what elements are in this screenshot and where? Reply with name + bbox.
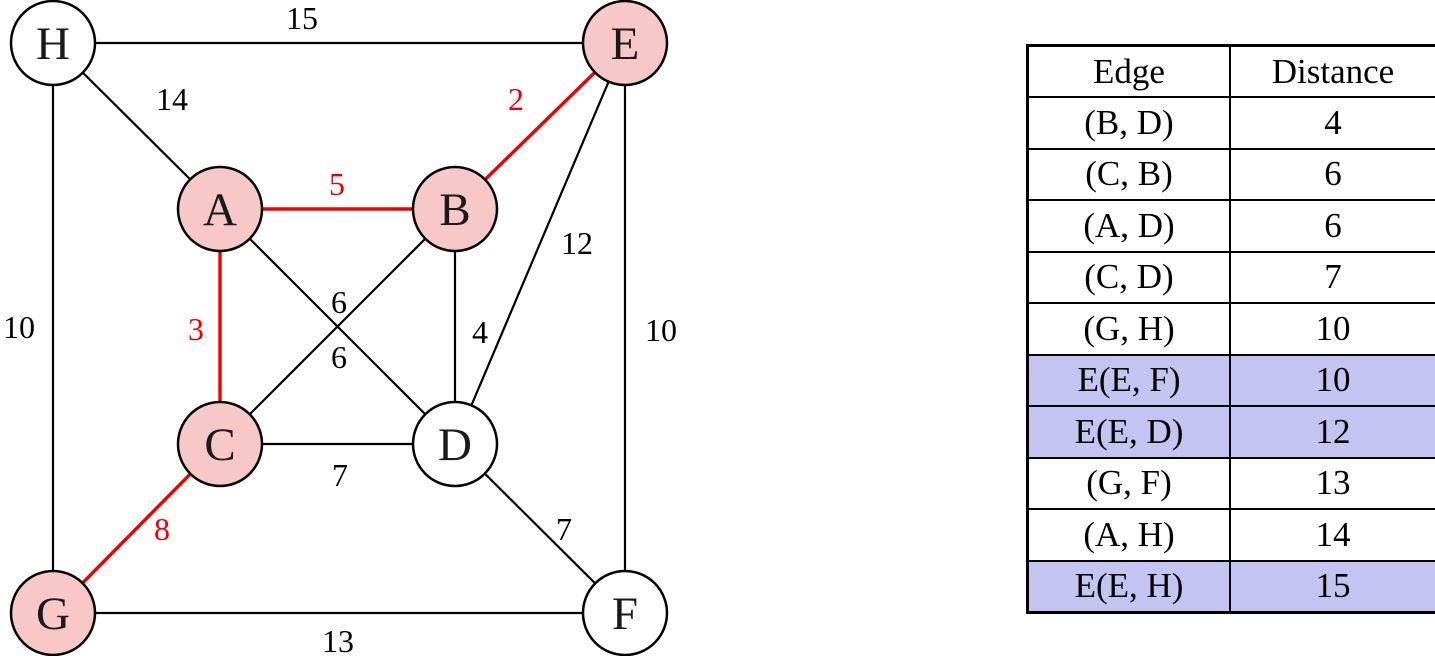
table-row: (A, H)14 [1026,508,1435,562]
edge-distance-table: Edge Distance (B, D)4(C, B)6(A, D)6(C, D… [1026,44,1435,614]
graph-node-label-H: H [36,18,70,70]
table-head: Edge Distance [1026,44,1435,98]
graph-node-circle-B [411,165,499,253]
distance-cell: 15 [1229,559,1435,613]
table-row: (B, D)4 [1026,96,1435,150]
graph-node-label-G: G [36,588,70,640]
edge-weight-label-E-B: 2 [508,81,524,117]
edge-weight-label-H-G: 10 [3,309,35,345]
distance-cell: 12 [1229,405,1435,459]
table-row: (C, B)6 [1026,147,1435,201]
table-row: (C, D)7 [1026,250,1435,304]
edge-distance-table-container: Edge Distance (B, D)4(C, B)6(A, D)6(C, D… [1026,44,1435,614]
distance-cell: 10 [1229,353,1435,407]
distance-cell: 6 [1229,199,1435,253]
edge-weight-label-D-F: 7 [556,511,572,547]
edge-line-C-B [219,208,456,445]
edge-weight-label-G-F: 13 [322,623,354,656]
graph-node-circle-C [176,400,264,488]
edge-cell: (G, H) [1026,302,1231,356]
edge-weight-label-A-C: 3 [188,311,204,347]
edge-line-E-D [453,42,627,445]
graph-node-circle-H [9,0,97,87]
table-row: E(E, F)10 [1026,353,1435,407]
table-row: (A, D)6 [1026,199,1435,253]
graph-node-label-D: D [438,419,472,471]
graph-node-label-B: B [439,184,470,236]
graph-node-label-E: E [611,18,640,70]
graph-node-label-C: C [204,419,235,471]
edge-column-header: Edge [1026,44,1231,98]
distance-cell: 7 [1229,250,1435,304]
edge-cell: (C, B) [1026,147,1231,201]
table-row: E(E, H)15 [1026,559,1435,613]
edge-weight-label-A-B: 5 [329,166,345,202]
graph-node-circle-E [581,0,669,87]
edge-cell: (C, D) [1026,250,1231,304]
graph-node-circle-D [411,400,499,488]
edge-weight-label-B-D: 4 [472,314,488,350]
edge-cell: (A, D) [1026,199,1231,253]
edge-weight-label-H-A: 14 [156,81,188,117]
edge-weight-label-C-G: 8 [154,511,170,547]
edge-weight-label-E-D: 12 [561,225,593,261]
table-header-row: Edge Distance [1026,44,1435,98]
edge-weight-label-E-F: 10 [645,312,677,348]
edge-weight-label-C-D: 7 [332,457,348,493]
edge-cell: E(E, D) [1026,405,1231,459]
edge-cell: E(E, H) [1026,559,1231,613]
distance-cell: 13 [1229,456,1435,510]
edge-cell: E(E, F) [1026,353,1231,407]
edge-cell: (B, D) [1026,96,1231,150]
edge-weight-label-C-B: 6 [331,339,347,375]
distance-cell: 4 [1229,96,1435,150]
graph-node-circle-A [176,165,264,253]
distance-column-header: Distance [1229,44,1435,98]
table-row: (G, H)10 [1026,302,1435,356]
edge-cell: (A, H) [1026,508,1231,562]
edge-weight-label-A-D: 6 [331,284,347,320]
distance-cell: 6 [1229,147,1435,201]
distance-cell: 14 [1229,508,1435,562]
graph-node-label-A: A [203,184,237,236]
table-row: E(E, D)12 [1026,405,1435,459]
edge-cell: (G, F) [1026,456,1231,510]
table-row: (G, F)13 [1026,456,1435,510]
graph-node-circle-G [9,569,97,656]
distance-cell: 10 [1229,302,1435,356]
weighted-graph-figure: 15 14 10 2 12 10 5 3 6 6 4 7 8 13 7 H E A B C D G F [3,0,677,656]
edge-weight-label-H-E: 15 [286,0,318,36]
graph-node-circle-F [581,569,669,656]
graph-node-label-F: F [612,588,638,640]
